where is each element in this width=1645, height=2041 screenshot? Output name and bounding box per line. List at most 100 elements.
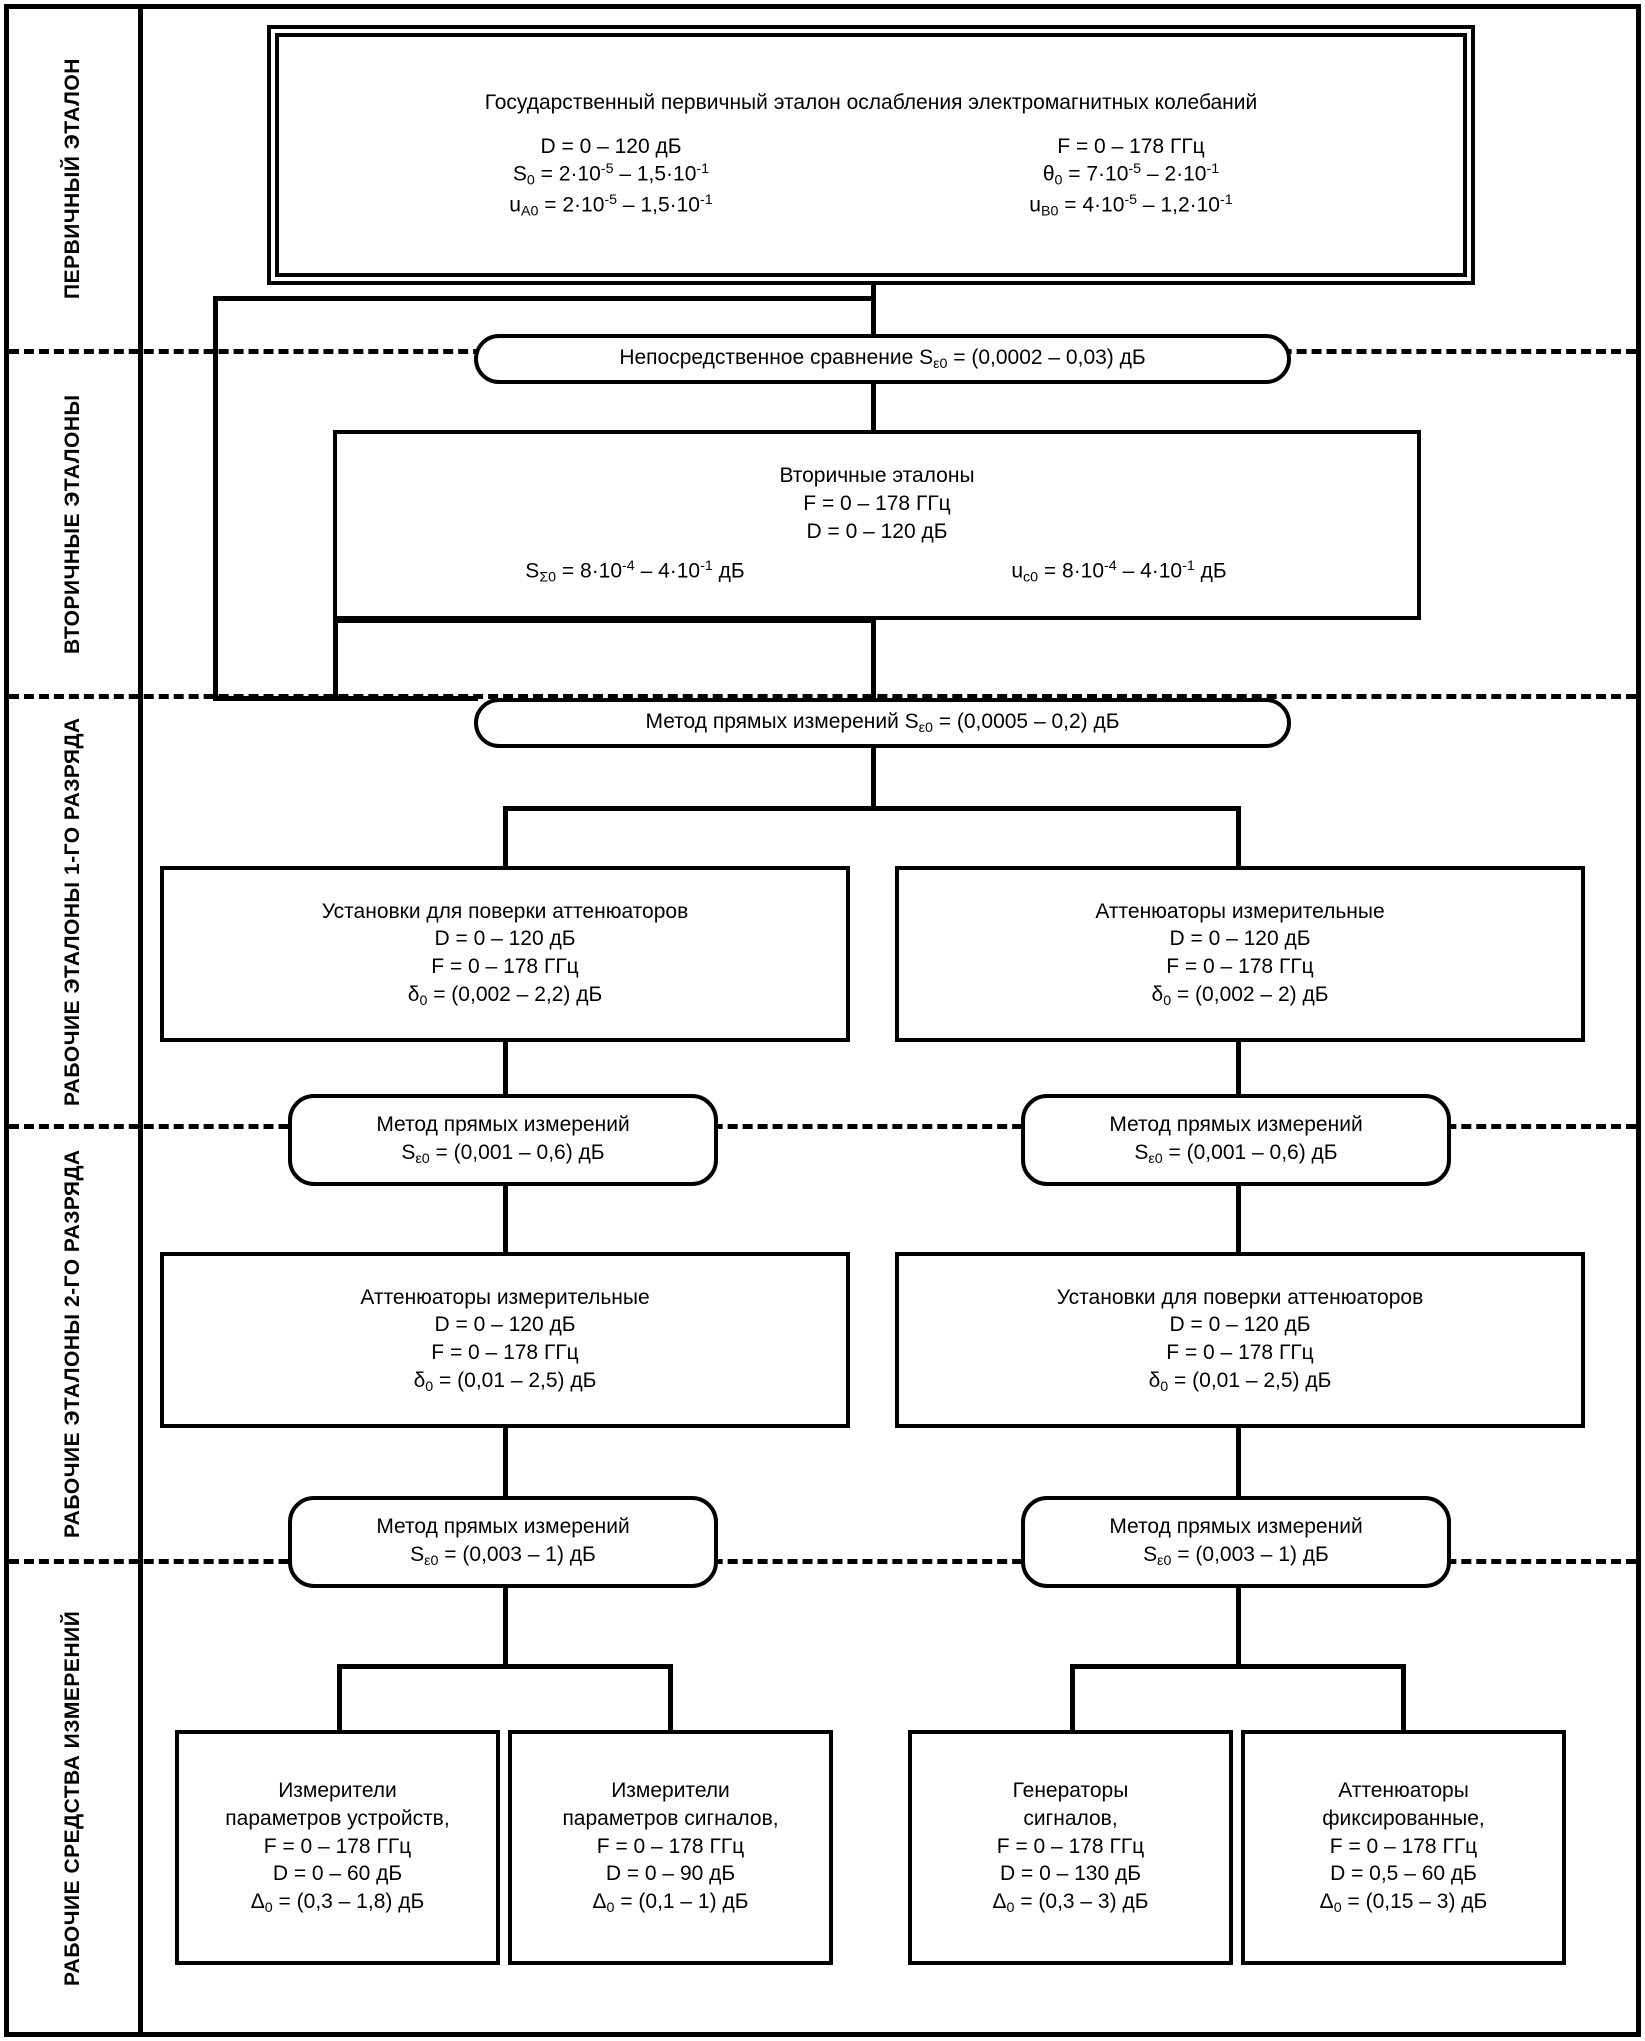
connector-working-b1 bbox=[337, 1664, 342, 1732]
rank2-right-title: Установки для поверки аттенюаторов bbox=[1056, 1285, 1424, 1309]
connector-working-right-split bbox=[1070, 1664, 1406, 1669]
primary-param-ua0: uA0 = 2·10-5 – 1,5·10-1 bbox=[509, 191, 713, 220]
secondary-param-uc0: uc0 = 8·10-4 – 4·10-1 дБ bbox=[1011, 558, 1227, 586]
band-label-secondary: ВТОРИЧНЫЕ ЭТАЛОНЫ bbox=[61, 394, 85, 654]
method-rank2-box-left: Метод прямых измерений Sε0 = (0,001 – 0,… bbox=[288, 1094, 718, 1186]
rank1-left-param-d: D = 0 – 120 дБ bbox=[434, 927, 576, 951]
method-working-left-line2: Sε0 = (0,003 – 1) дБ bbox=[410, 1542, 596, 1569]
secondary-param-d: D = 0 – 120 дБ bbox=[806, 519, 948, 543]
working-box-2-title2: параметров сигналов, bbox=[562, 1806, 779, 1830]
method-working-right-line2: Sε0 = (0,003 – 1) дБ bbox=[1143, 1542, 1329, 1569]
working-box-4-title1: Аттенюаторы bbox=[1338, 1779, 1469, 1803]
working-box-1-title2: параметров устройств, bbox=[225, 1806, 450, 1830]
working-box-2-param-f: F = 0 – 178 ГГц bbox=[596, 1834, 745, 1858]
connector-working-b4 bbox=[1401, 1664, 1406, 1732]
band-label-working: РАБОЧИЕ СРЕДСТВА ИЗМЕРЕНИЙ bbox=[61, 1610, 85, 1986]
working-box-3-param-d: D = 0 – 130 дБ bbox=[999, 1862, 1142, 1886]
connector-bypass-left-vertical bbox=[213, 296, 218, 701]
secondary-param-ssigma0: SΣ0 = 8·10-4 – 4·10-1 дБ bbox=[525, 558, 745, 586]
connector-rank1-left-to-method bbox=[503, 1040, 508, 1096]
method-rank2-left-line1: Метод прямых измерений bbox=[376, 1113, 630, 1137]
working-box-2-param-d: D = 0 – 90 дБ bbox=[605, 1862, 736, 1886]
connector-working-b2 bbox=[668, 1664, 673, 1732]
connector-working-b3 bbox=[1070, 1664, 1075, 1732]
connector-working-left-split bbox=[337, 1664, 673, 1669]
rank2-box-right: Установки для поверки аттенюаторов D = 0… bbox=[895, 1252, 1585, 1428]
method-direct-comparison-box: Непосредственное сравнение Sε0 = (0,0002… bbox=[474, 334, 1291, 384]
connector-method-right-to-rank2 bbox=[1236, 1186, 1241, 1254]
band-label-rank1: РАБОЧИЕ ЭТАЛОНЫ 1-ГО РАЗРЯДА bbox=[61, 717, 85, 1106]
rank1-left-title: Установки для поверки аттенюаторов bbox=[321, 899, 689, 923]
rank2-box-left: Аттенюаторы измерительные D = 0 – 120 дБ… bbox=[160, 1252, 850, 1428]
connector-bypass-top bbox=[213, 296, 876, 301]
working-box-1: Измерители параметров устройств, F = 0 –… bbox=[175, 1730, 500, 1965]
connector-secondary-left-vertical bbox=[333, 618, 338, 700]
connector-rank2-left-down bbox=[503, 1428, 508, 1498]
rank1-left-param-delta0: δ0 = (0,002 – 2,2) дБ bbox=[407, 982, 603, 1009]
primary-standard-title: Государственный первичный эталон ослабле… bbox=[484, 91, 1258, 115]
working-box-1-param-d: D = 0 – 60 дБ bbox=[272, 1862, 403, 1886]
working-box-3-title1: Генераторы bbox=[1012, 1779, 1129, 1803]
working-box-2-title1: Измерители bbox=[611, 1779, 730, 1803]
rank2-left-param-delta0: δ0 = (0,01 – 2,5) дБ bbox=[413, 1368, 597, 1395]
rank2-left-title: Аттенюаторы измерительные bbox=[360, 1285, 650, 1309]
primary-standard-right-column: F = 0 – 178 ГГц θ0 = 7·10-5 – 2·10-1 uB0… bbox=[871, 133, 1391, 221]
primary-standard-left-column: D = 0 – 120 дБ S0 = 2·10-5 – 1,5·10-1 uA… bbox=[351, 133, 871, 221]
secondary-param-f: F = 0 – 178 ГГц bbox=[803, 492, 951, 516]
working-box-3-param-f: F = 0 – 178 ГГц bbox=[996, 1834, 1145, 1858]
label-column-divider bbox=[138, 9, 143, 2032]
connector-rank1-split bbox=[503, 806, 1240, 811]
connector-comparison-to-secondary bbox=[871, 383, 876, 431]
connector-rank1-right-drop bbox=[1236, 806, 1241, 868]
separator-rank2-working bbox=[9, 1559, 1636, 1564]
separator-secondary-rank1 bbox=[9, 694, 1636, 699]
band-label-primary: ПЕРВИЧНЫЙ ЭТАЛОН bbox=[61, 58, 85, 300]
primary-param-theta0: θ0 = 7·10-5 – 2·10-1 bbox=[1042, 161, 1220, 189]
primary-param-s0: S0 = 2·10-5 – 1,5·10-1 bbox=[512, 161, 710, 189]
primary-param-d: D = 0 – 120 дБ bbox=[540, 134, 682, 158]
secondary-standards-title: Вторичные эталоны bbox=[779, 464, 975, 488]
working-box-1-param-f: F = 0 – 178 ГГц bbox=[263, 1834, 412, 1858]
connector-method-left-to-rank2 bbox=[503, 1186, 508, 1254]
connector-bypass-bottom bbox=[213, 696, 478, 701]
rank2-left-param-d: D = 0 – 120 дБ bbox=[434, 1313, 576, 1337]
method-working-box-right: Метод прямых измерений Sε0 = (0,003 – 1)… bbox=[1021, 1496, 1451, 1588]
connector-wmethod-left-down bbox=[503, 1588, 508, 1668]
working-box-4-title2: фиксированные, bbox=[1322, 1806, 1485, 1830]
working-box-4: Аттенюаторы фиксированные, F = 0 – 178 Г… bbox=[1241, 1730, 1566, 1965]
working-box-4-param-delta0: Δ0 = (0,15 – 3) дБ bbox=[1319, 1890, 1488, 1916]
method-working-right-line1: Метод прямых измерений bbox=[1109, 1515, 1363, 1539]
connector-wmethod-right-down bbox=[1236, 1588, 1241, 1668]
method-rank2-box-right: Метод прямых измерений Sε0 = (0,001 – 0,… bbox=[1021, 1094, 1451, 1186]
rank1-right-param-f: F = 0 – 178 ГГц bbox=[1166, 954, 1314, 978]
rank1-right-title: Аттенюаторы измерительные bbox=[1095, 899, 1385, 923]
method-rank2-left-line2: Sε0 = (0,001 – 0,6) дБ bbox=[401, 1140, 605, 1167]
rank1-right-param-delta0: δ0 = (0,002 – 2) дБ bbox=[1151, 982, 1329, 1009]
connector-secondary-left bbox=[333, 618, 876, 623]
band-label-rank2: РАБОЧИЕ ЭТАЛОНЫ 2-ГО РАЗРЯДА bbox=[61, 1149, 85, 1539]
connector-rank1-method-down bbox=[871, 745, 876, 810]
connector-secondary-down bbox=[871, 618, 876, 702]
rank1-box-left: Установки для поверки аттенюаторов D = 0… bbox=[160, 866, 850, 1042]
rank1-right-param-d: D = 0 – 120 дБ bbox=[1169, 927, 1311, 951]
method-rank2-right-line2: Sε0 = (0,001 – 0,6) дБ bbox=[1134, 1140, 1338, 1167]
method-rank1-text: Метод прямых измерений Sε0 = (0,0005 – 0… bbox=[645, 710, 1120, 737]
primary-param-f: F = 0 – 178 ГГц bbox=[1057, 134, 1205, 158]
secondary-standards-box: Вторичные эталоны F = 0 – 178 ГГц D = 0 … bbox=[333, 430, 1421, 620]
primary-param-ub0: uB0 = 4·10-5 – 1,2·10-1 bbox=[1029, 191, 1233, 220]
connector-rank2-right-down bbox=[1236, 1428, 1241, 1498]
working-box-3: Генераторы сигналов, F = 0 – 178 ГГц D =… bbox=[908, 1730, 1233, 1965]
working-box-1-param-delta0: Δ0 = (0,3 – 1,8) дБ bbox=[250, 1890, 425, 1916]
working-box-3-param-delta0: Δ0 = (0,3 – 3) дБ bbox=[992, 1890, 1149, 1916]
rank2-right-param-delta0: δ0 = (0,01 – 2,5) дБ bbox=[1148, 1368, 1332, 1395]
method-rank1-box: Метод прямых измерений Sε0 = (0,0005 – 0… bbox=[474, 698, 1291, 748]
working-box-1-title1: Измерители bbox=[278, 1779, 397, 1803]
rank1-left-param-f: F = 0 – 178 ГГц bbox=[431, 954, 579, 978]
separator-rank1-rank2 bbox=[9, 1124, 1636, 1129]
rank2-right-param-d: D = 0 – 120 дБ bbox=[1169, 1313, 1311, 1337]
working-box-4-param-d: D = 0,5 – 60 дБ bbox=[1330, 1862, 1477, 1886]
rank2-right-param-f: F = 0 – 178 ГГц bbox=[1166, 1340, 1314, 1364]
working-box-2-param-delta0: Δ0 = (0,1 – 1) дБ bbox=[592, 1890, 749, 1916]
working-box-3-title2: сигналов, bbox=[1023, 1806, 1118, 1830]
